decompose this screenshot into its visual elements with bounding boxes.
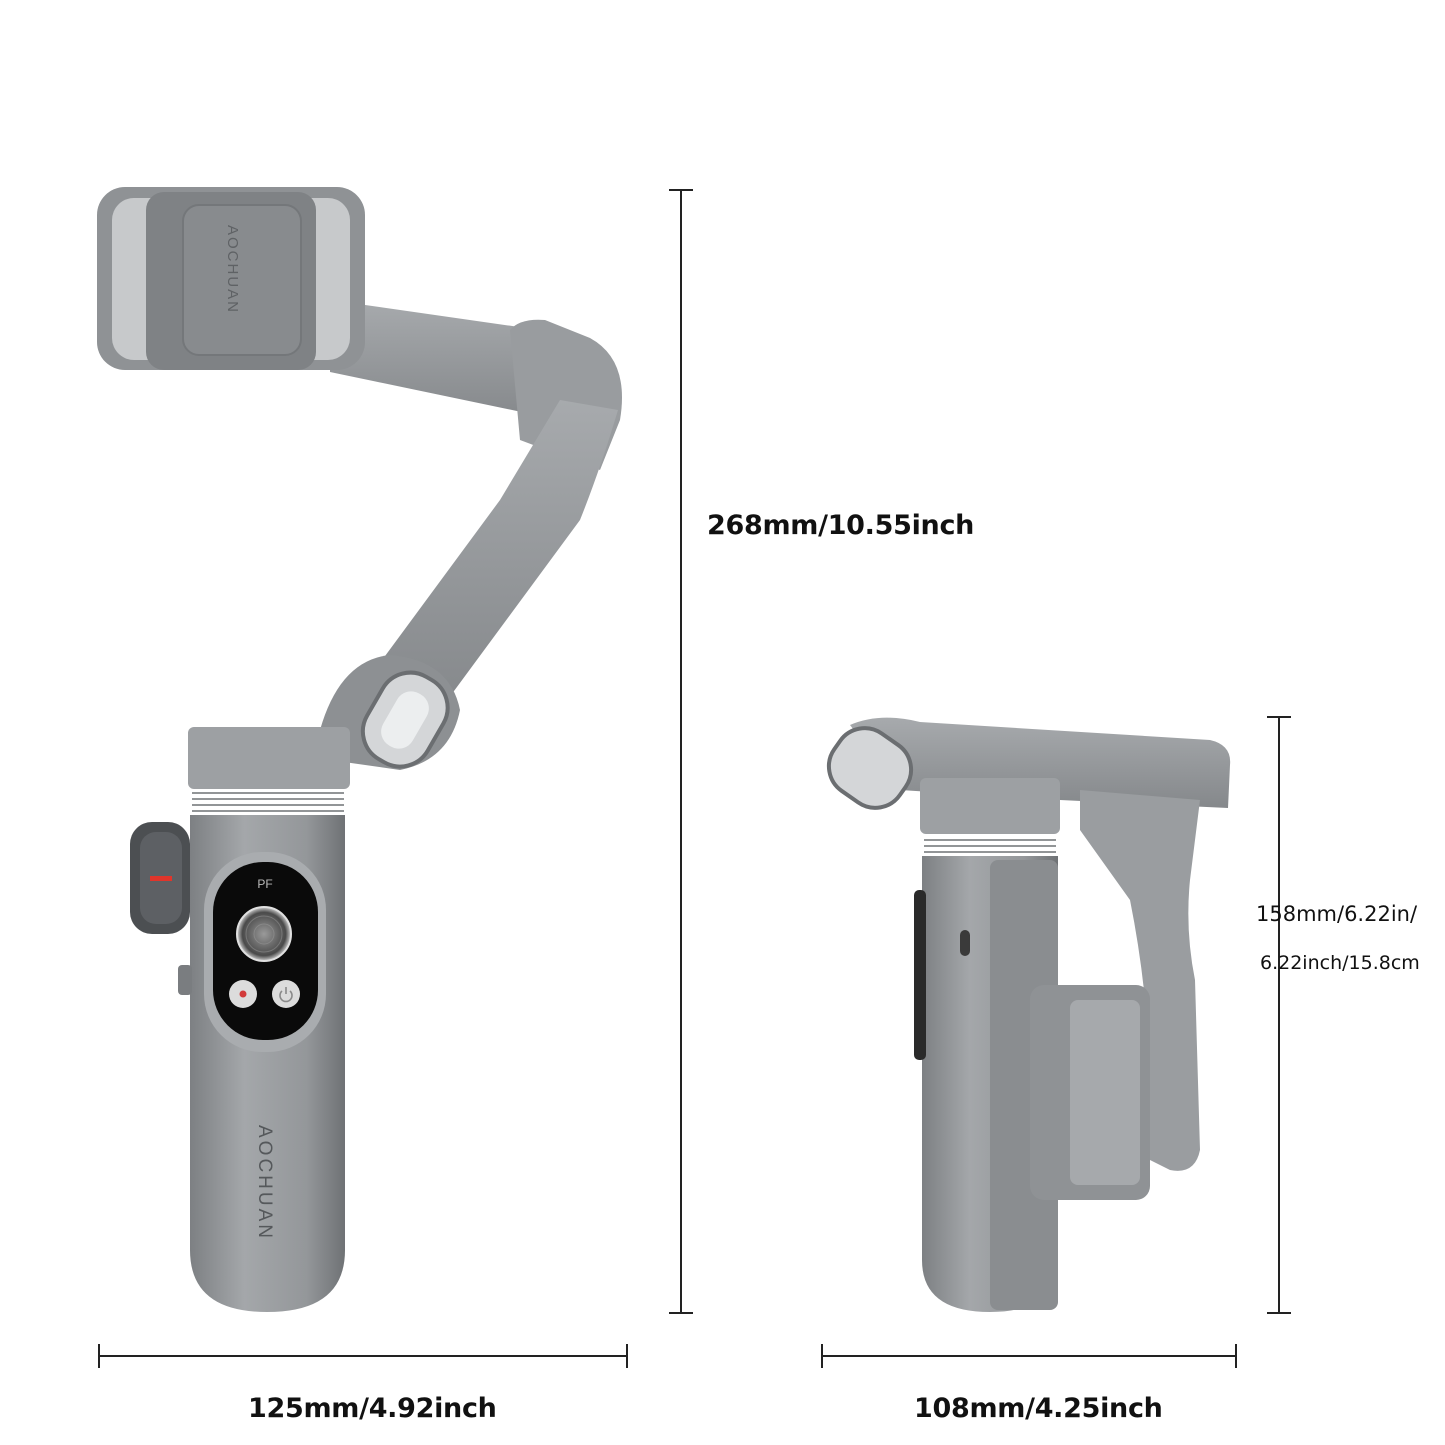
handle-brand-logo: AOCHUAN — [254, 1125, 275, 1241]
handle-threads — [192, 792, 344, 812]
folded-side-arm — [1080, 790, 1200, 1171]
gimbal-unfolded: AOCHUAN PF AOCHUAN — [97, 187, 622, 1312]
height-line-folded — [1267, 716, 1291, 1314]
unfolded-width-label: 125mm/4.92inch — [248, 1393, 497, 1424]
elbow-arm — [360, 400, 618, 710]
usb-c-port — [960, 930, 970, 956]
handle-top-cap — [188, 727, 350, 789]
trigger[interactable] — [178, 965, 192, 995]
record-dot-icon — [239, 990, 247, 998]
folded-fold-button — [826, 726, 914, 810]
dimension-lines — [98, 189, 1291, 1368]
gimbal-folded — [826, 717, 1231, 1312]
dial-indicator — [150, 876, 172, 881]
panel-label: PF — [257, 877, 272, 891]
folded-width-label: 108mm/4.25inch — [914, 1393, 1163, 1424]
width-line-unfolded — [98, 1344, 628, 1368]
upper-arm — [330, 300, 560, 420]
power-icon — [279, 987, 293, 1003]
width-line-folded — [821, 1344, 1237, 1368]
clamp-brand-logo: AOCHUAN — [224, 225, 241, 314]
joystick[interactable] — [236, 906, 292, 962]
folded-height-label-line2: 6.22inch/15.8cm — [1260, 952, 1420, 974]
height-line-unfolded — [669, 189, 693, 1314]
folded-height-label-line1: 158mm/6.22in/ — [1256, 902, 1418, 926]
unfolded-height-label: 268mm/10.55inch — [707, 510, 975, 541]
